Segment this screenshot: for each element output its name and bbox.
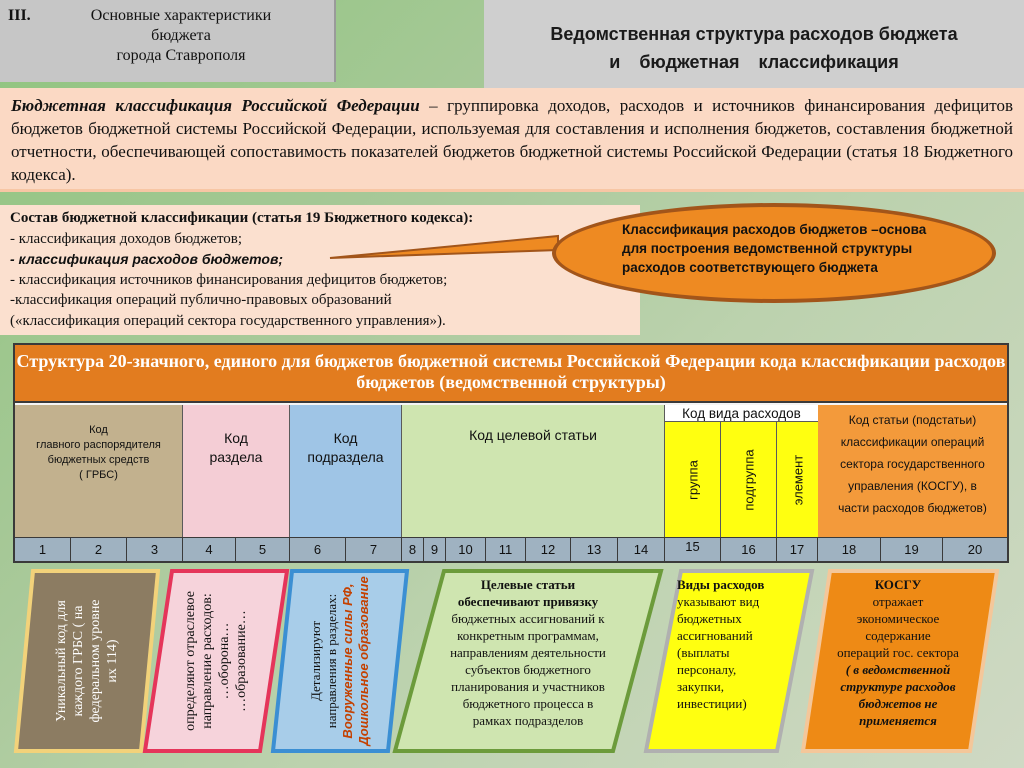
vid-group-cell: группа: [665, 422, 721, 537]
composition-title: Состав бюджетной классификации (статья 1…: [10, 210, 474, 226]
card-shape: [270, 569, 410, 753]
card-shape: [643, 569, 815, 753]
digit-cell: 12: [526, 538, 571, 562]
vid-rashodov-title: Код вида расходов: [665, 405, 818, 422]
section-header: III. Основные характеристики бюджета гор…: [0, 0, 336, 82]
razdel-explanation-card: определяют отраслевое направление расход…: [142, 568, 290, 754]
callout-text: Классификация расходов бюджетов –основа …: [622, 222, 927, 275]
razdel-code-cell: Код раздела: [183, 405, 290, 537]
card-shape: [392, 569, 664, 753]
table-title: Структура 20-значного, единого для бюдже…: [15, 345, 1007, 403]
callout-oval: Классификация расходов бюджетов –основа …: [552, 203, 996, 303]
composition-item: - классификация источников финансировани…: [10, 271, 448, 288]
composition-item: -классификация операций публично-правовы…: [10, 292, 392, 308]
composition-item: («классификация операций сектора государ…: [10, 312, 446, 329]
callout-pointer: [329, 234, 559, 259]
vid-subgroup-cell: подгруппа: [721, 422, 777, 537]
vid-rashodov-cell: Код вида расходов группа подгруппа элеме…: [665, 405, 818, 537]
vid-rashodov-explanation-card: Виды расходов указывают вид бюджетных ас…: [643, 568, 815, 754]
digit-position-row: 1 2 3 4 5 6 7 8 9 10 11 12 13 14 15 16 1…: [15, 537, 1007, 562]
podrazdel-code-cell: Код подраздела: [290, 405, 402, 537]
digit-cell: 10: [446, 538, 486, 562]
celevaya-code-cell: Код целевой статьи: [402, 405, 665, 537]
digit-cell: 17: [777, 538, 818, 562]
digit-cell: 3: [127, 538, 183, 562]
composition-item-highlight: - классификация расходов бюджетов;: [10, 251, 284, 267]
definition-text: – группировка доходов, расходов и источн…: [11, 96, 1013, 184]
card-shape: [142, 569, 290, 753]
digit-cell: 7: [346, 538, 402, 562]
digit-cell: 18: [818, 538, 881, 562]
grbs-explanation-card: Уникальный код для каждого ГРБС ( на фед…: [13, 568, 161, 754]
digit-cell: 8: [402, 538, 424, 562]
digit-cell: 1: [15, 538, 71, 562]
section-title: Основные характеристики бюджета города С…: [90, 7, 272, 64]
digit-cell: 15: [665, 538, 721, 562]
definition-block: Бюджетная классификация Российской Федер…: [0, 88, 1024, 192]
digit-cell: 14: [618, 538, 665, 562]
grbs-code-cell: Код главного распорядителя бюджетных сре…: [15, 405, 183, 537]
digit-cell: 20: [967, 542, 983, 557]
kosgu-explanation-card: КОСГУ отражает экономическое содержание …: [800, 568, 1000, 754]
digit-cell: 13: [571, 538, 618, 562]
digit-cell: 4: [183, 538, 236, 562]
digit-cell: 6: [290, 538, 346, 562]
composition-block: Состав бюджетной классификации (статья 1…: [0, 205, 640, 335]
digit-cell: 9: [424, 538, 446, 562]
podrazdel-explanation-card: Детализируют направления в разделах: Воо…: [270, 568, 410, 754]
slide-title: Ведомственная структура расходов бюджета…: [484, 0, 1024, 88]
vid-element-cell: элемент: [777, 422, 818, 537]
code-structure-table: Структура 20-значного, единого для бюдже…: [13, 343, 1009, 563]
digit-cell: 16: [721, 538, 777, 562]
digit-cell: 2: [71, 538, 127, 562]
section-number: III.: [8, 7, 31, 24]
digit-cell: 19: [881, 538, 943, 562]
kosgu-code-cell: Код статьи (подстатьи) классификации опе…: [818, 405, 1007, 537]
definition-term: Бюджетная классификация Российской Федер…: [11, 96, 420, 115]
digit-cell: 5: [236, 538, 290, 562]
card-shape: [800, 569, 1000, 753]
digit-cell: 11: [486, 538, 526, 562]
card-shape: [13, 569, 161, 753]
composition-item: - классификация доходов бюджетов;: [10, 230, 243, 247]
celevaya-explanation-card: Целевые статьи обеспечивают привязку бюд…: [392, 568, 664, 754]
